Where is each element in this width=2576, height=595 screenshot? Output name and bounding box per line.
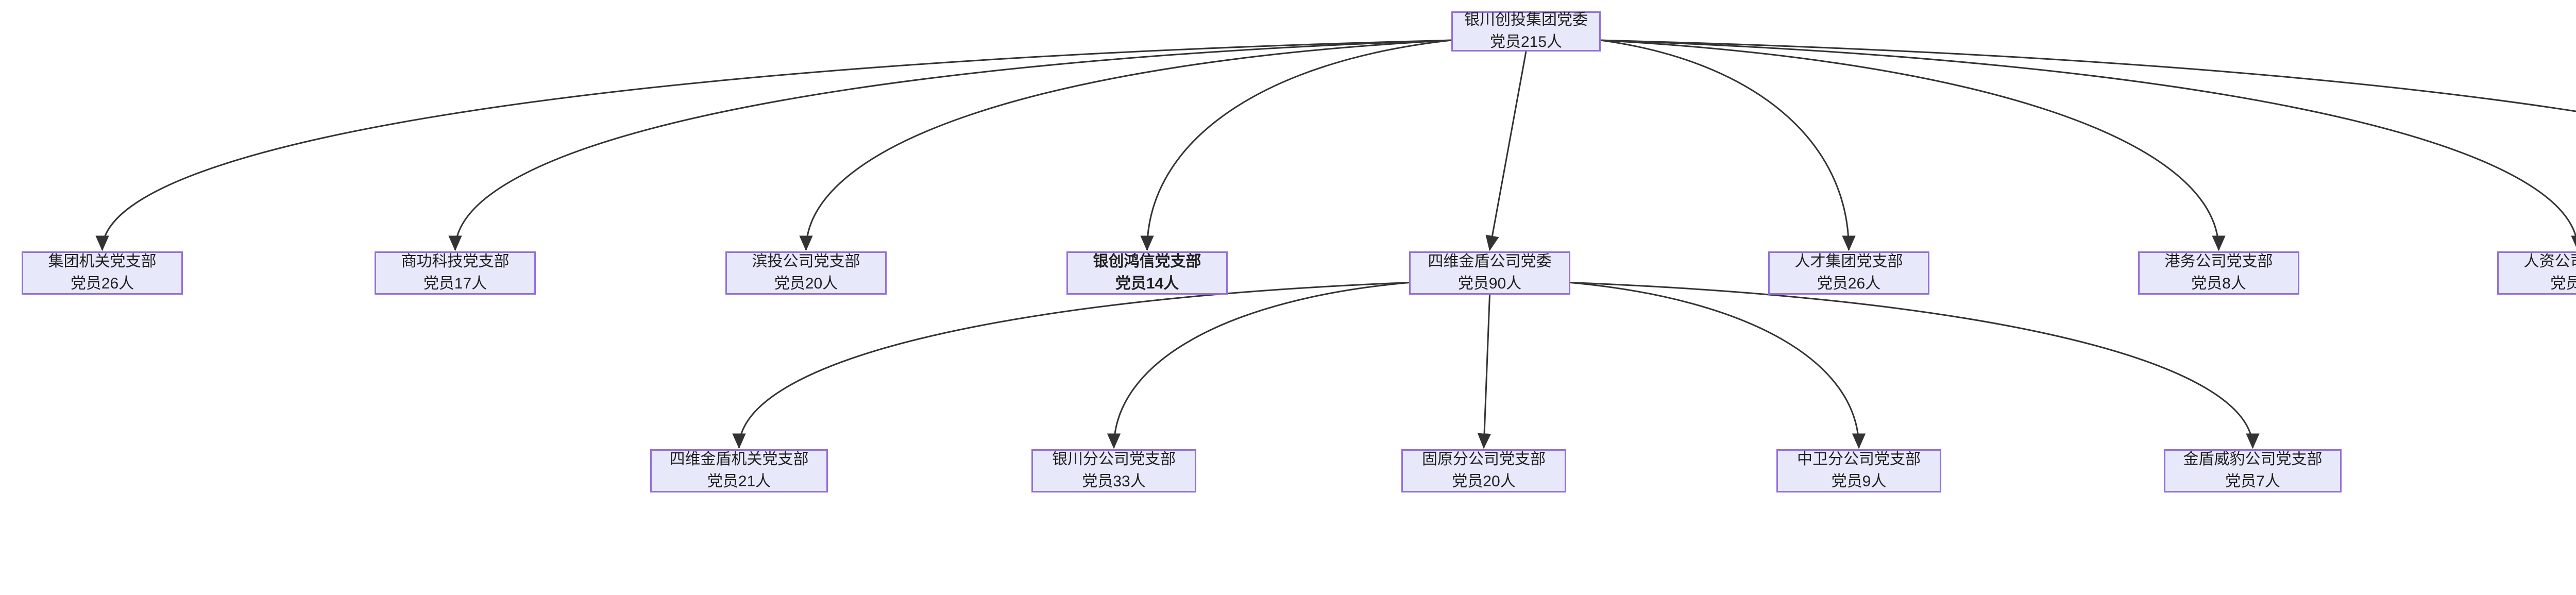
node-title: 商功科技党支部	[401, 253, 510, 270]
edge-root-to-n1	[95, 39, 1452, 251]
org-node-n4[interactable]: 银创鸿信党支部党员14人	[1066, 251, 1228, 295]
org-node-n1[interactable]: 集团机关党支部党员26人	[22, 251, 183, 295]
org-node-m4[interactable]: 中卫分公司党支部党员9人	[1776, 449, 1941, 492]
node-title: 滨投公司党支部	[752, 253, 860, 270]
node-title: 银创鸿信党支部	[1093, 253, 1201, 270]
edge-root-to-n9	[1600, 39, 2576, 112]
node-title: 四维金盾机关党支部	[669, 451, 809, 468]
node-title: 银川分公司党支部	[1052, 451, 1176, 468]
edge-n5-to-m5	[1570, 281, 2260, 449]
org-node-root[interactable]: 银川创投集团党委党员215人	[1451, 11, 1601, 52]
node-title: 人才集团党支部	[1794, 253, 1903, 270]
node-member-count: 党员20人	[1452, 473, 1516, 490]
edge-root-to-n6	[1600, 39, 1856, 251]
edge-root-to-n8	[1600, 39, 2576, 251]
node-title: 银川创投集团党委	[1464, 11, 1588, 29]
node-title: 集团机关党支部	[48, 253, 157, 270]
node-member-count: 党员14人	[1115, 275, 1179, 292]
org-node-m2[interactable]: 银川分公司党支部党员33人	[1031, 449, 1196, 492]
node-member-count: 党员20人	[774, 275, 838, 292]
node-member-count: 党员90人	[1458, 275, 1522, 292]
edge-n5-to-m2	[1107, 281, 1410, 449]
node-title: 四维金盾公司党委	[1428, 253, 1552, 270]
node-member-count: 党员7人	[2225, 473, 2280, 490]
edge-root-to-n5	[1485, 51, 1527, 251]
edge-root-to-n4	[1140, 39, 1452, 251]
org-node-m1[interactable]: 四维金盾机关党支部党员21人	[650, 449, 828, 492]
edge-n5-to-m1	[732, 281, 1410, 449]
org-node-n8[interactable]: 人资公司党支部党员5人	[2497, 251, 2576, 295]
org-node-m5[interactable]: 金盾威豹公司党支部党员7人	[2164, 449, 2342, 492]
edge-n5-to-m4	[1570, 281, 1866, 449]
node-member-count: 党员33人	[1082, 473, 1146, 490]
org-node-n3[interactable]: 滨投公司党支部党员20人	[725, 251, 887, 295]
node-member-count: 党员8人	[2191, 275, 2246, 292]
node-title: 金盾威豹公司党支部	[2183, 451, 2323, 468]
org-node-n6[interactable]: 人才集团党支部党员26人	[1768, 251, 1929, 295]
node-member-count: 党员215人	[1489, 33, 1563, 50]
org-node-m3[interactable]: 固原分公司党支部党员20人	[1401, 449, 1566, 492]
edge-n5-to-m3	[1477, 294, 1492, 449]
edge-root-to-n7	[1600, 39, 2226, 251]
org-node-n5[interactable]: 四维金盾公司党委党员90人	[1409, 251, 1570, 295]
node-member-count: 党员26人	[70, 275, 134, 292]
node-title: 人资公司党支部	[2523, 253, 2576, 270]
node-member-count: 党员17人	[423, 275, 487, 292]
node-member-count: 党员9人	[1831, 473, 1887, 490]
edge-root-to-n3	[799, 39, 1452, 251]
edge-root-to-n2	[448, 39, 1452, 251]
node-title: 中卫分公司党支部	[1797, 451, 1921, 468]
org-node-n7[interactable]: 港务公司党支部党员8人	[2138, 251, 2299, 295]
node-member-count: 党员5人	[2550, 275, 2576, 292]
org-node-n2[interactable]: 商功科技党支部党员17人	[375, 251, 536, 295]
node-title: 港务公司党支部	[2164, 253, 2273, 270]
edge-paths	[95, 39, 2576, 449]
node-member-count: 党员26人	[1817, 275, 1881, 292]
node-member-count: 党员21人	[707, 473, 771, 490]
node-title: 固原分公司党支部	[1422, 451, 1546, 468]
